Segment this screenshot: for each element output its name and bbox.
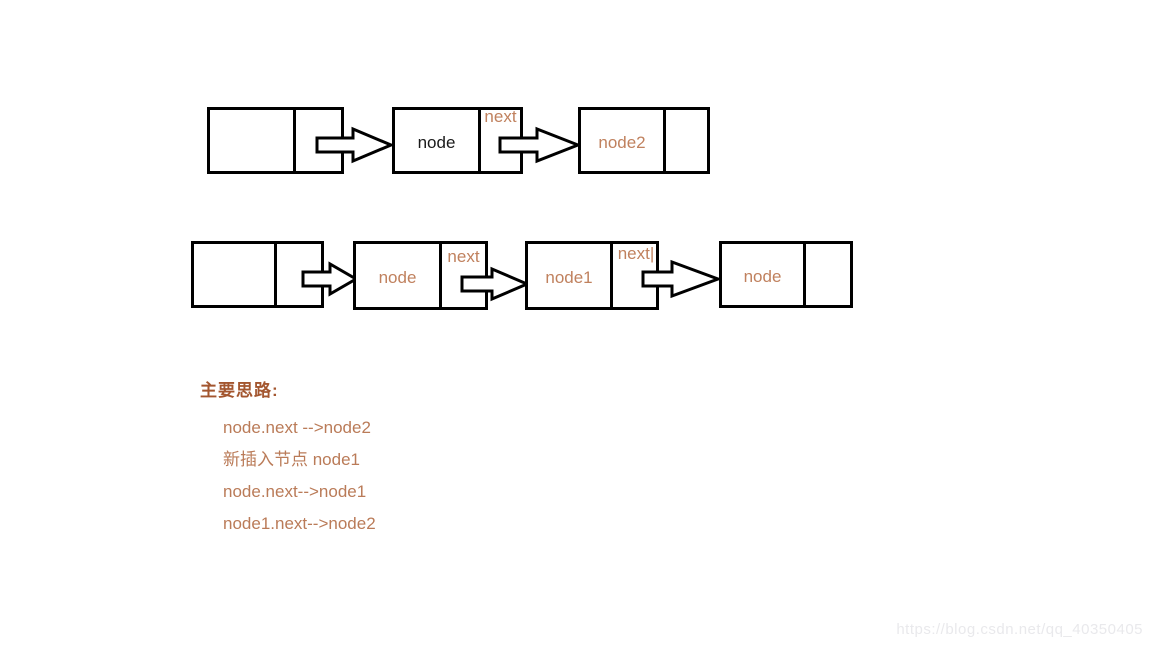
box-divider [803, 244, 806, 305]
node2-box: node2 [578, 107, 710, 174]
node1-box: node1 next| [525, 241, 659, 310]
box-divider [439, 244, 442, 307]
next-pointer-label: next [447, 247, 480, 266]
watermark-url: https://blog.csdn.net/qq_40350405 [896, 621, 1143, 638]
notes-title: 主要思路: [200, 381, 279, 400]
box-divider [610, 244, 613, 307]
pointer-arrow [460, 266, 531, 302]
note-line: node.next -->node2 [223, 418, 371, 437]
box-divider [478, 110, 481, 171]
tail-node-box: node [719, 241, 853, 308]
box-divider [663, 110, 666, 171]
box-divider [293, 110, 296, 171]
pointer-arrow [498, 126, 582, 164]
pointer-arrow [315, 126, 395, 164]
node-value-label: node [417, 133, 456, 152]
box-divider [274, 244, 277, 305]
next-pointer-label: next [484, 107, 517, 126]
next-pointer-label: next| [617, 244, 655, 263]
node-value-label: node [378, 268, 417, 287]
note-line: 新插入节点 node1 [223, 450, 360, 469]
node2-value-label: node2 [598, 133, 646, 152]
notes-list: node.next -->node2 新插入节点 node1 node.next… [223, 412, 376, 540]
pointer-arrow [301, 261, 360, 297]
pointer-arrow [641, 259, 722, 299]
node1-value-label: node1 [545, 268, 593, 287]
note-line: node1.next-->node2 [223, 514, 376, 533]
tail-node-value-label: node [743, 267, 782, 286]
note-line: node.next-->node1 [223, 482, 367, 501]
